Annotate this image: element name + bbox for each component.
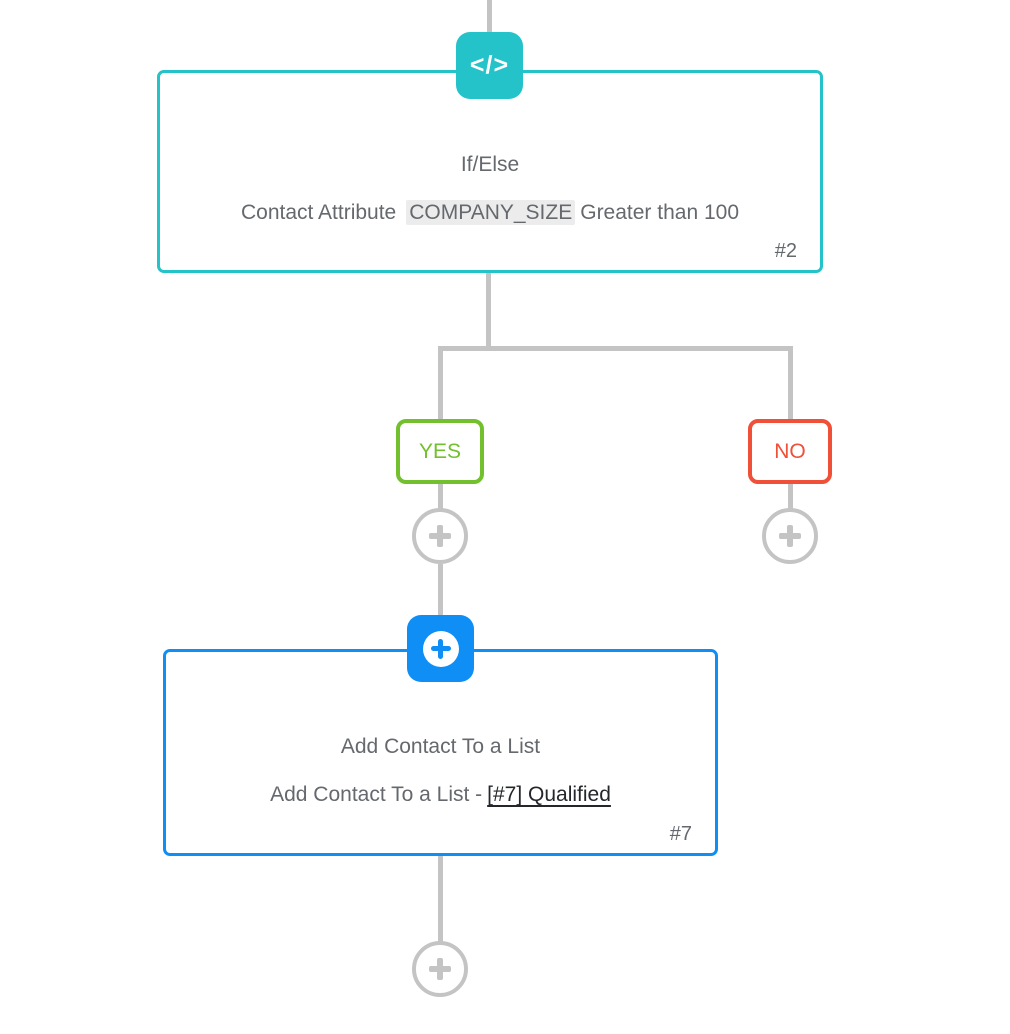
add-step-button-yes[interactable] — [412, 508, 468, 564]
condition-prefix: Contact Attribute — [240, 201, 397, 224]
connector-line-stem — [486, 273, 491, 351]
if-else-node-badge[interactable]: </> — [456, 32, 523, 99]
plus-icon — [437, 525, 443, 547]
plus-icon — [437, 958, 443, 980]
if-else-step-number: #2 — [774, 240, 797, 262]
connector-line-yes-to-circle — [438, 484, 443, 512]
yes-label-text: YES — [418, 439, 462, 463]
code-icon: </> — [469, 51, 510, 79]
connector-line-action-to-circle — [438, 856, 443, 943]
no-label-text: NO — [774, 439, 806, 463]
connector-line-no-to-circle — [788, 484, 793, 512]
add-contact-title: Add Contact To a List — [340, 735, 541, 758]
if-else-title: If/Else — [460, 153, 520, 176]
target-list-link[interactable]: [#7] Qualified — [487, 783, 611, 806]
add-contact-action: Add Contact To a List -[#7] Qualified — [166, 783, 715, 807]
condition-suffix: Greater than 100 — [580, 201, 740, 224]
connector-line-circle-to-action — [438, 564, 443, 616]
action-prefix: Add Contact To a List - — [270, 783, 483, 806]
connector-line-branch-horizontal — [438, 346, 793, 351]
branch-label-no: NO — [748, 419, 832, 484]
add-step-button-no[interactable] — [762, 508, 818, 564]
connector-line-no-drop — [788, 346, 793, 422]
add-contact-step-number: #7 — [669, 823, 692, 845]
plus-icon — [787, 525, 793, 547]
connector-line-yes-drop — [438, 346, 443, 422]
plus-circle-icon — [422, 630, 459, 667]
add-step-button-bottom[interactable] — [412, 941, 468, 997]
condition-attribute-token: COMPANY_SIZE — [406, 200, 576, 225]
add-contact-node-badge[interactable] — [407, 615, 474, 682]
branch-label-yes: YES — [396, 419, 484, 484]
connector-line-incoming — [487, 0, 492, 34]
